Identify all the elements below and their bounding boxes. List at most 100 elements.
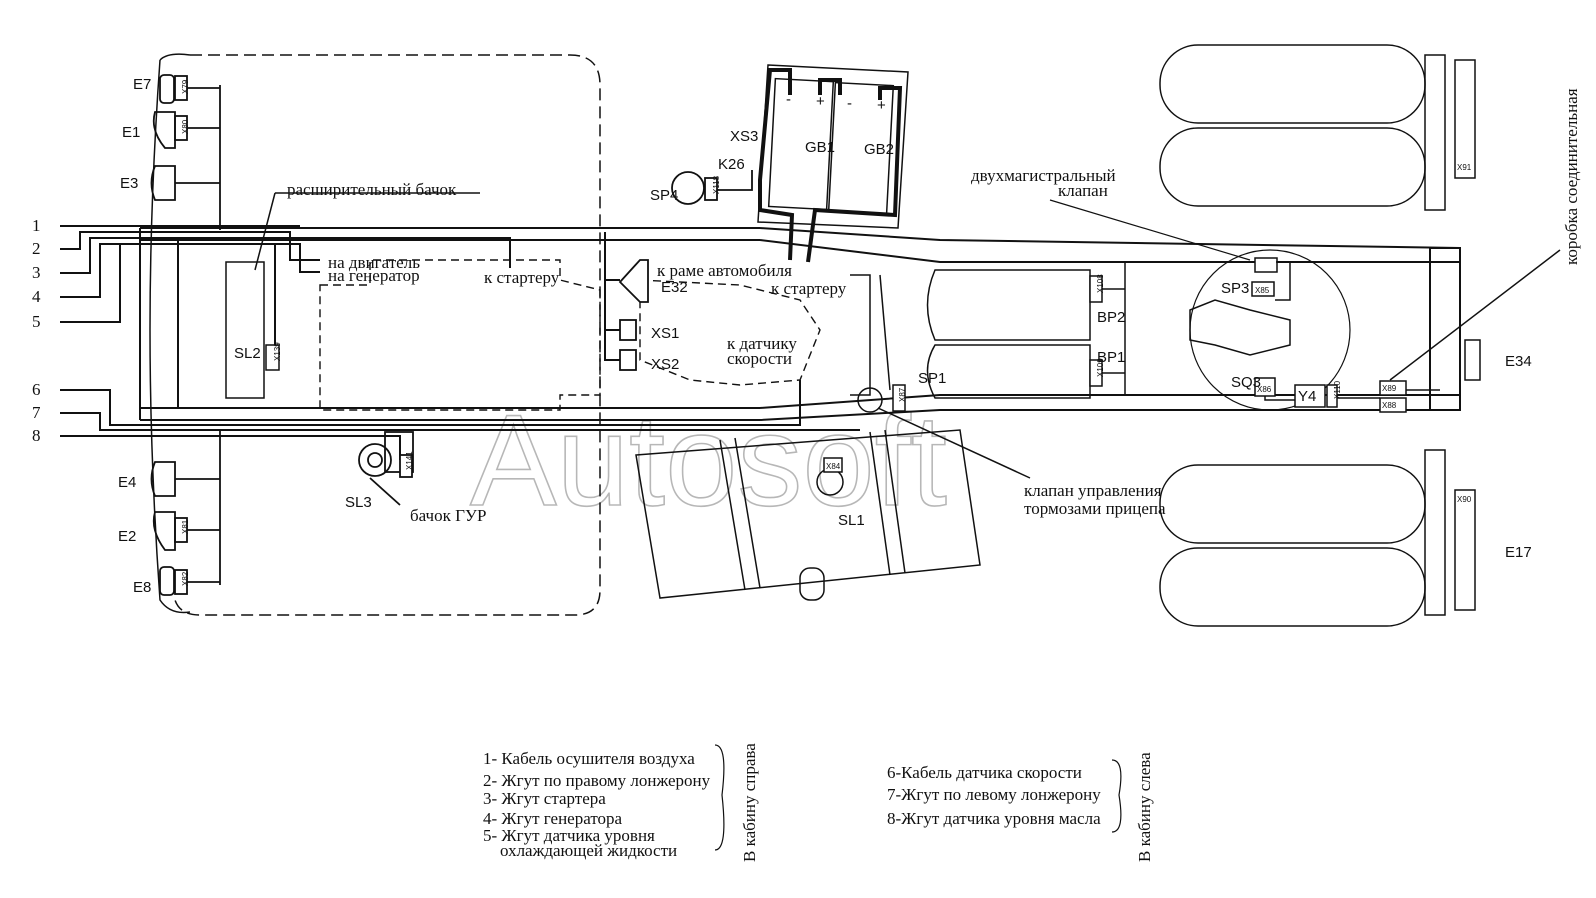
component-label: E1 — [122, 124, 140, 141]
annotation: скорости — [727, 349, 792, 368]
frame-rails — [139, 227, 1461, 421]
rear-connector-labels: X85 X86 X89 X88 X110 — [1255, 286, 1397, 410]
annotation: клапан управления — [1024, 481, 1162, 500]
component-label: E2 — [118, 528, 136, 545]
component-label: SQ3 — [1231, 374, 1261, 391]
gearbox-outline — [639, 279, 821, 386]
connector-label: X89 — [1382, 384, 1397, 393]
air-receivers — [926, 262, 1126, 399]
component-label: K26 — [718, 156, 745, 173]
wire-number: 2 — [32, 239, 41, 258]
component-label: BP1 — [1097, 349, 1125, 366]
connector-label: X79 — [181, 79, 190, 94]
watermark: Autosoft — [470, 387, 947, 533]
connector-label: X88 — [1382, 401, 1397, 410]
connector-label: X139 — [273, 342, 282, 361]
component-label: BP2 — [1097, 309, 1125, 326]
component-label: SL3 — [345, 494, 372, 511]
wheels — [1159, 44, 1481, 627]
svg-text:-: - — [786, 91, 791, 108]
battery-cables — [758, 68, 903, 263]
connector-label: X141 — [405, 451, 414, 470]
annotation: на генератор — [328, 266, 420, 285]
leader-line — [1049, 199, 1251, 261]
component-label: E32 — [661, 279, 688, 296]
component-label: E3 — [120, 175, 138, 192]
wire-number: 3 — [32, 263, 41, 282]
component-label: SL1 — [838, 512, 865, 529]
legend-item: 7-Жгут по левому лонжерону — [887, 785, 1101, 804]
front-lights — [150, 74, 221, 596]
wire-number: 8 — [32, 426, 41, 445]
harness-lines — [60, 225, 860, 460]
annotation: расширительный бачок — [287, 180, 457, 199]
component-label: SP4 — [650, 187, 678, 204]
annotations: расширительный бачок на двигатель на ген… — [287, 88, 1581, 525]
rear-axle — [1189, 249, 1561, 413]
legend-item: 3- Жгут стартера — [483, 789, 606, 808]
annotation: двухмагистральный — [971, 166, 1116, 185]
annotation: к датчику — [727, 334, 797, 353]
component-label: GB1 — [805, 139, 835, 156]
legend-left: 6-Кабель датчика скорости 7-Жгут по лево… — [887, 752, 1154, 862]
annotation: на двигатель — [328, 253, 420, 272]
connector-label: X110 — [1333, 380, 1342, 399]
connector-label: X91 — [1457, 163, 1472, 172]
sp1-valve — [857, 384, 1031, 479]
annotation: коробка соединительная — [1562, 88, 1581, 265]
legend-caption: В кабину слева — [1135, 752, 1154, 862]
legend-item: 1- Кабель осушителя воздуха — [483, 749, 695, 768]
component-label: E4 — [118, 474, 136, 491]
legend-item: 4- Жгут генератора — [483, 809, 623, 828]
connector-label: X86 — [1257, 385, 1272, 394]
component-label: SP1 — [918, 370, 946, 387]
wire-number: 1 — [32, 216, 41, 235]
engine-outline — [319, 259, 601, 411]
component-label: GB2 — [864, 141, 894, 158]
legend-item: 8-Жгут датчика уровня масла — [887, 809, 1101, 828]
connector-label: X118 — [712, 175, 721, 194]
connector-label: X82 — [181, 571, 190, 586]
connector-label: X80 — [181, 119, 190, 134]
component-label: XS3 — [730, 128, 758, 145]
fuel-tank — [635, 429, 981, 601]
connector-label: X109 — [1096, 358, 1105, 377]
annotation: к раме автомобиля — [657, 261, 792, 280]
annotation: к стартеру — [484, 268, 560, 287]
component-label: E8 — [133, 579, 151, 596]
annotation: клапан — [1058, 181, 1108, 200]
component-label: XS1 — [651, 325, 679, 342]
component-label: SP3 — [1221, 280, 1249, 297]
component-label: Y4 — [1298, 388, 1316, 405]
component-label: E7 — [133, 76, 151, 93]
svg-text:+: + — [877, 97, 886, 114]
connector-label: X90 — [1457, 495, 1472, 504]
component-label: E17 — [1505, 544, 1532, 561]
wire-numbers: 1 2 3 4 5 6 7 8 — [32, 216, 41, 445]
connector-label: X87 — [898, 387, 907, 402]
component-label: XS2 — [651, 356, 679, 373]
annotation: бачок ГУР — [410, 506, 486, 525]
wire-number: 7 — [32, 403, 41, 422]
connector-label: X81 — [181, 519, 190, 534]
legend-item: 2- Жгут по правому лонжерону — [483, 771, 711, 790]
component-labels: E7 E1 E3 E4 E2 E8 SL2 SL3 SL1 SP4 SP1 SP… — [118, 76, 1532, 596]
legend-caption: В кабину справа — [740, 743, 759, 862]
wire-number: 5 — [32, 312, 41, 331]
crossmember — [850, 274, 891, 396]
component-label: SL2 — [234, 345, 261, 362]
power-steering-tank — [358, 431, 414, 506]
legend-item: 6-Кабель датчика скорости — [887, 763, 1082, 782]
annotation: тормозами прицепа — [1024, 499, 1166, 518]
connector-label: X108 — [1096, 274, 1105, 293]
wire-number: 6 — [32, 380, 41, 399]
front-connector-labels: X79 X80 X81 X82 — [181, 79, 190, 586]
battery-terminals: - + - + — [786, 91, 886, 114]
e32-connector — [618, 259, 649, 371]
component-label: E34 — [1505, 353, 1532, 370]
expansion-tank — [225, 192, 480, 399]
legend-item: 5- Жгут датчика уровня — [483, 826, 655, 845]
connector-label: X84 — [826, 462, 841, 471]
legend-right: 1- Кабель осушителя воздуха 2- Жгут по п… — [483, 743, 759, 862]
